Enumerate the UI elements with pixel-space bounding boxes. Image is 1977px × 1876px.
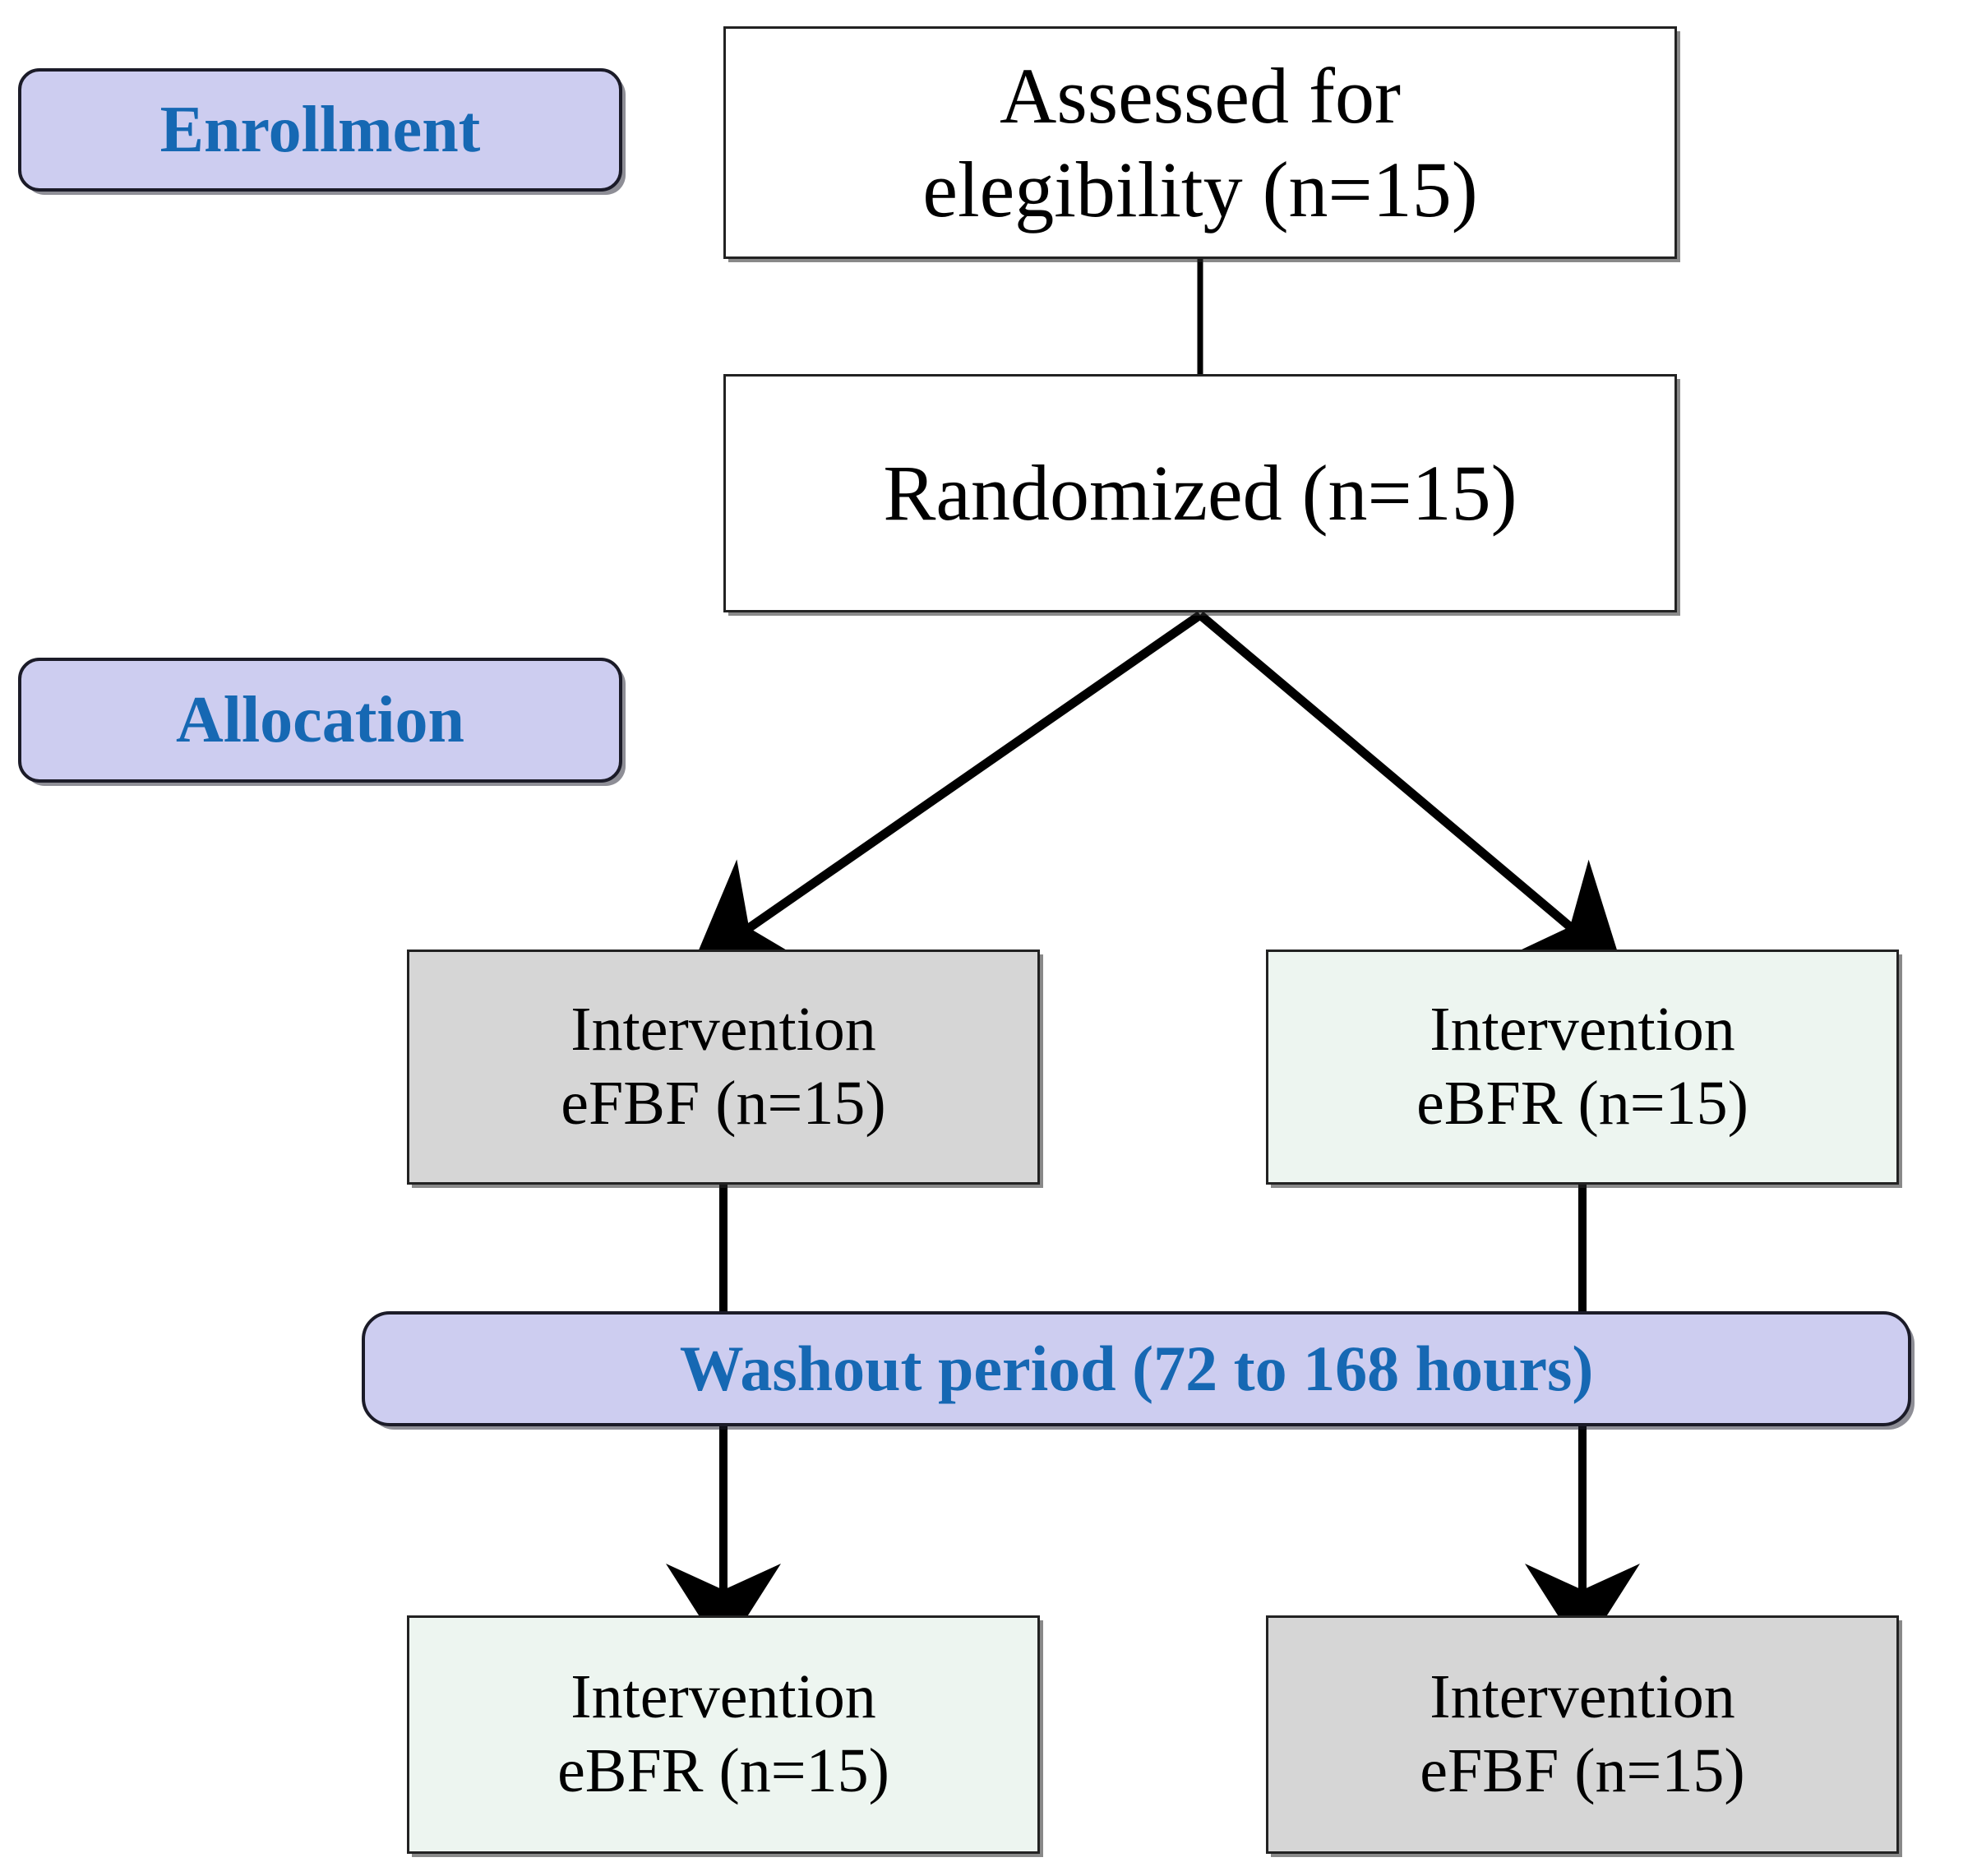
- node-intervention-period1-right: Intervention eBFR (n=15): [1266, 950, 1899, 1185]
- node-intervention-period1-left-text: Intervention eFBF (n=15): [561, 995, 886, 1138]
- connector-randomized-to-mid-left: [691, 611, 1203, 968]
- node-intervention-period2-left-text: Intervention eBFR (n=15): [557, 1662, 889, 1805]
- stage-label-allocation-text: Allocation: [175, 683, 465, 756]
- node-assessed-for-eligibility-text: Assessed for elegibility (n=15): [922, 52, 1478, 233]
- node-intervention-period2-right: Intervention eFBF (n=15): [1266, 1615, 1899, 1854]
- node-intervention-period2-right-text: Intervention eFBF (n=15): [1420, 1662, 1745, 1805]
- node-randomized-text: Randomized (n=15): [883, 449, 1517, 538]
- node-intervention-period2-left: Intervention eBFR (n=15): [407, 1615, 1040, 1854]
- node-randomized: Randomized (n=15): [723, 374, 1677, 612]
- node-assessed-for-eligibility: Assessed for elegibility (n=15): [723, 26, 1677, 259]
- stage-label-enrollment-text: Enrollment: [159, 93, 481, 166]
- node-washout-period-text: Washout period (72 to 168 hours): [679, 1333, 1594, 1404]
- node-intervention-period1-left: Intervention eFBF (n=15): [407, 950, 1040, 1185]
- connector-randomized-to-mid-right: [1197, 611, 1624, 973]
- node-intervention-period1-right-text: Intervention eBFR (n=15): [1416, 995, 1748, 1138]
- stage-label-allocation: Allocation: [18, 658, 622, 783]
- node-washout-period: Washout period (72 to 168 hours): [362, 1311, 1911, 1426]
- stage-label-enrollment: Enrollment: [18, 68, 622, 192]
